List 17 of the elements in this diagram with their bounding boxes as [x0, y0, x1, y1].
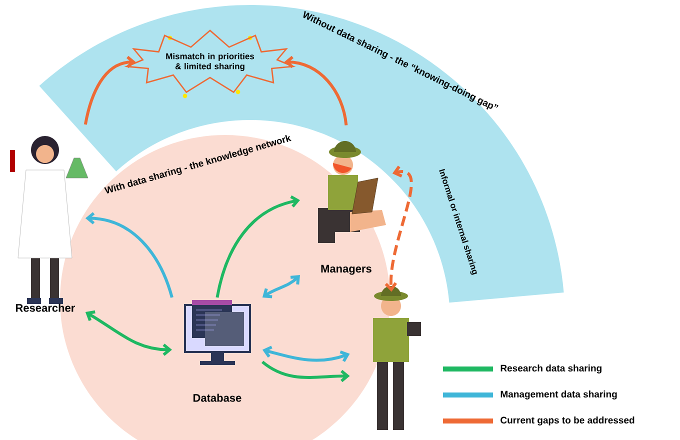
mismatch-burst: Mismatch in priorities & limited sharing [124, 30, 296, 94]
arrow [262, 275, 300, 298]
researcher-label: Researcher [16, 304, 75, 312]
arrow [262, 346, 350, 362]
arrow [85, 310, 172, 356]
arrow [85, 212, 174, 298]
arrow [284, 56, 348, 126]
arrow [262, 360, 350, 382]
legend-text: Current gaps to be addressed [500, 416, 634, 426]
ranger-drawing [373, 286, 421, 430]
database-label: Database [193, 394, 242, 402]
arrow [84, 56, 136, 125]
arrow [384, 166, 413, 292]
legend-text: Management data sharing [500, 390, 617, 400]
managers-label: Managers [321, 264, 372, 275]
arrow [216, 195, 300, 298]
legend-text: Research data sharing [500, 364, 602, 374]
